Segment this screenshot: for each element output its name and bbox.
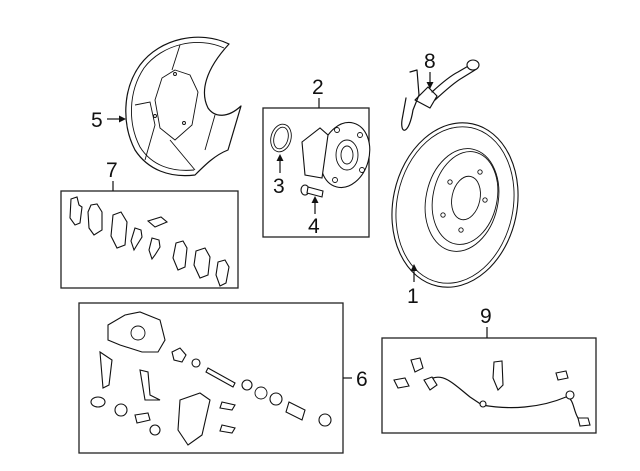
- svg-text:3: 3: [273, 175, 285, 198]
- callout-4: 4: [308, 196, 320, 238]
- svg-text:4: 4: [308, 215, 320, 238]
- brake-pad-set-part[interactable]: [69, 196, 230, 287]
- callout-7: 7: [106, 159, 118, 191]
- caliper-assembly-part[interactable]: [90, 311, 332, 446]
- hub-bearing-part[interactable]: [301, 117, 377, 193]
- abs-sensor-part[interactable]: [393, 357, 591, 427]
- svg-text:2: 2: [312, 76, 324, 99]
- hub-bolt-part[interactable]: [300, 184, 324, 198]
- callout-9: 9: [480, 305, 492, 338]
- callout-8: 8: [424, 50, 436, 89]
- splash-shield-part[interactable]: [125, 36, 242, 177]
- abs-sensor-box: [381, 337, 597, 434]
- callout-5: 5: [91, 109, 126, 132]
- svg-text:1: 1: [407, 285, 419, 308]
- svg-text:7: 7: [106, 159, 118, 182]
- svg-text:6: 6: [356, 368, 368, 391]
- svg-text:9: 9: [480, 305, 492, 328]
- callout-1: 1: [407, 264, 419, 308]
- callout-2: 2: [312, 76, 324, 108]
- callout-3: 3: [273, 154, 285, 198]
- brake-hose-part[interactable]: [401, 59, 480, 131]
- o-ring-part[interactable]: [268, 122, 295, 154]
- svg-text:8: 8: [424, 50, 436, 73]
- brake-rotor-part[interactable]: [377, 111, 533, 299]
- svg-text:5: 5: [91, 109, 103, 132]
- pad-set-box: [60, 190, 239, 289]
- callout-6: 6: [343, 368, 368, 391]
